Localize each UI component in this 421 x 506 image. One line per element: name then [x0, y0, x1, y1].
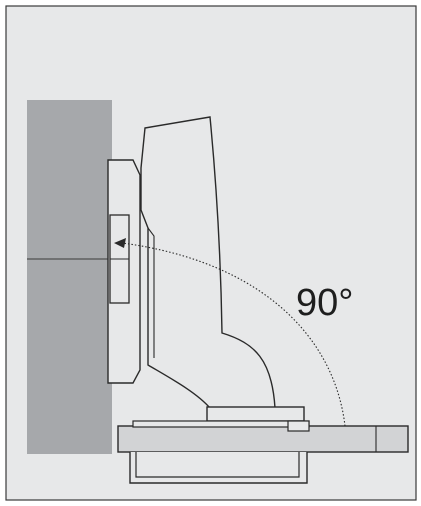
hinge-cup-flange — [206, 406, 305, 422]
door-panel — [117, 425, 409, 453]
hinge-cup-inner — [135, 452, 300, 478]
hinge-cup-body — [129, 452, 308, 484]
arc-arrowhead — [114, 238, 126, 248]
angle-label: 90° — [296, 282, 353, 324]
hinge-cup-top-inner — [287, 420, 310, 432]
mounting-plate — [107, 159, 141, 384]
hinge-arm-crease — [147, 227, 155, 358]
cabinet-side-wall — [27, 100, 112, 454]
hinge-arm — [140, 116, 276, 409]
hinge-cup-top — [132, 420, 310, 428]
